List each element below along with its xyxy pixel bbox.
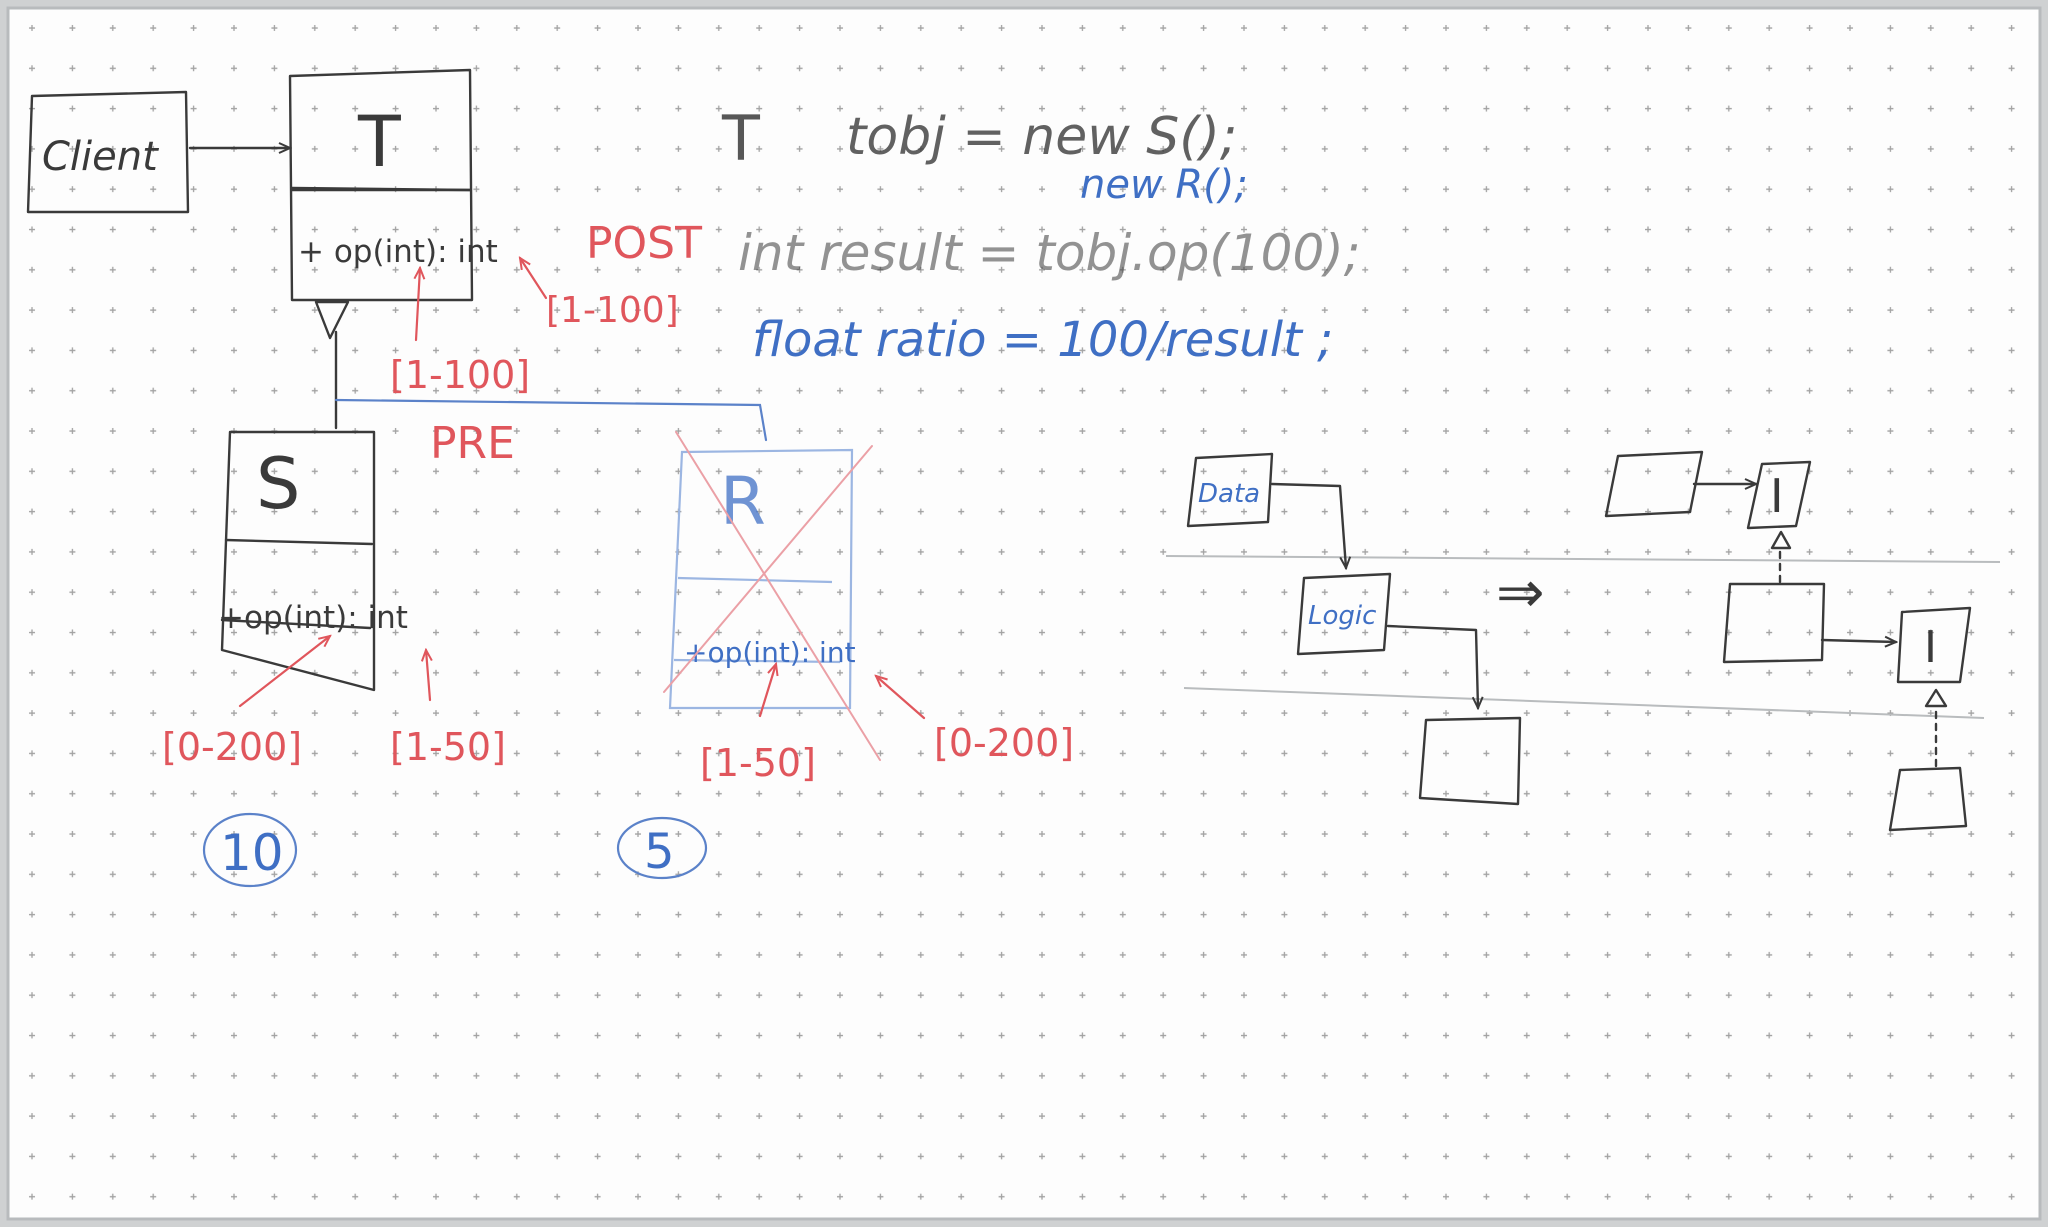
t-precondition: [1-100] (390, 353, 530, 397)
logic-box-label: Logic (1308, 601, 1376, 631)
right-top-box (1604, 450, 1704, 518)
class-s-name: S (256, 443, 300, 525)
grid-dots (8, 8, 2040, 1219)
client-label: Client (42, 134, 159, 180)
layer-divider-top (1165, 555, 2001, 563)
logic-to-bottom-arrow (1386, 624, 1478, 708)
t-postcondition: [1-100] (546, 290, 679, 331)
r-post-arrow (876, 676, 926, 720)
s-score: 10 (202, 812, 298, 888)
data-box: Data (1186, 452, 1274, 528)
code-line1: tobj = new S(); (846, 107, 1237, 167)
class-s-operation: +op(int): int (218, 600, 408, 636)
t-post-arrow (520, 258, 548, 300)
r-cross-line-2 (663, 445, 873, 693)
s-score-value: 10 (220, 824, 284, 882)
data-box-label: Data (1198, 479, 1260, 509)
hierarchy-line (334, 398, 768, 442)
code-line1-type: T (721, 102, 761, 175)
s-precondition: [0-200] (162, 725, 302, 769)
right-middle-box (1722, 582, 1826, 664)
class-t-name: T (357, 101, 401, 183)
right-middle-arrow (1820, 640, 1896, 642)
class-t: T + op(int): int (288, 68, 498, 302)
generalization-triangle (314, 300, 350, 340)
implies-arrow: ⇒ (1496, 558, 1545, 626)
right-bottom-box (1888, 766, 1968, 832)
class-r-operation: +op(int): int (684, 636, 856, 669)
r-cross-line-1 (675, 431, 881, 761)
s-postcondition: [1-50] (390, 725, 506, 769)
t-pre-arrow (416, 268, 420, 342)
r-precondition: [1-50] (700, 741, 816, 785)
code-line2: int result = tobj.op(100); (738, 224, 1361, 282)
interface-box-top: I (1746, 460, 1812, 530)
logic-box: Logic (1296, 572, 1392, 656)
realization-triangle-bottom (1924, 688, 1948, 708)
code-line1b: new R(); (1080, 162, 1248, 208)
realization-triangle-top (1770, 530, 1792, 550)
r-score-value: 5 (644, 824, 675, 880)
r-pre-arrow (758, 664, 776, 718)
client-box: Client (26, 90, 190, 214)
s-post-arrow (426, 650, 430, 702)
layer-divider-bottom (1183, 687, 1985, 719)
s-pre-arrow (238, 636, 330, 708)
post-label: POST (586, 218, 702, 269)
class-r-name: R (720, 463, 766, 540)
class-s: S +op(int): int (218, 430, 408, 692)
interface-label-bottom: I (1924, 622, 1937, 673)
r-score: 5 (616, 816, 708, 880)
data-to-logic-arrow (1270, 482, 1346, 568)
interface-label-top: I (1770, 469, 1784, 523)
pre-label: PRE (430, 418, 515, 469)
code-line3: float ratio = 100/result ; (752, 312, 1333, 368)
interface-box-bottom: I (1896, 606, 1972, 684)
class-t-operation: + op(int): int (298, 234, 498, 270)
bottom-box (1418, 716, 1522, 806)
r-postcondition: [0-200] (934, 721, 1074, 765)
